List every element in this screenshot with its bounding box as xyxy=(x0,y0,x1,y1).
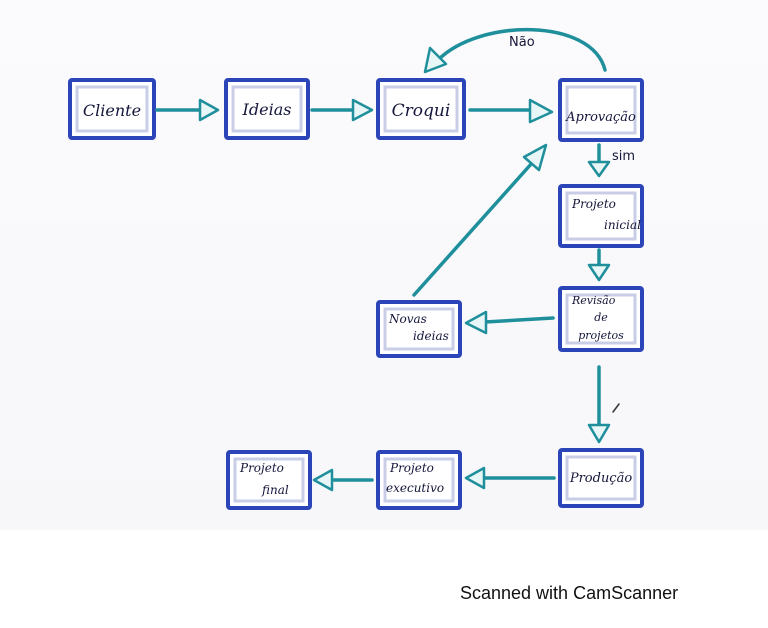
node-ideias-label: Ideias xyxy=(242,100,292,119)
edge-aprovacao-to-projeto-inicial xyxy=(587,143,611,178)
node-producao: Produção xyxy=(558,448,644,508)
node-producao-label: Produção xyxy=(569,471,633,486)
node-projeto-executivo: Projeto executivo xyxy=(376,450,462,510)
edge-label-sim: sim xyxy=(612,149,635,164)
node-projeto-final: Projeto final xyxy=(226,450,312,510)
node-cliente: Cliente xyxy=(68,78,156,140)
scanner-watermark: Scanned with CamScanner xyxy=(460,583,679,603)
edge-revisao-to-novas-ideias xyxy=(464,310,555,335)
node-revisao-de-projetos: Revisão de projetos xyxy=(558,286,644,352)
node-projeto-executivo-line1: Projeto xyxy=(389,461,434,475)
node-novas-ideias-line2: ideias xyxy=(413,329,449,343)
node-projeto-final-line2: final xyxy=(261,483,289,497)
node-projeto-executivo-line2: executivo xyxy=(386,481,444,495)
node-revisao-line3: projetos xyxy=(578,329,624,342)
node-projeto-inicial: Projeto inicial xyxy=(558,184,644,248)
edge-croqui-to-aprovacao xyxy=(468,98,554,124)
node-projeto-inicial-line2: inicial xyxy=(604,218,641,232)
node-croqui-label: Croqui xyxy=(392,101,451,121)
node-croqui: Croqui xyxy=(376,78,466,140)
edge-novas-ideias-to-aprovacao xyxy=(412,143,548,297)
edge-projeto-executivo-to-projeto-final xyxy=(312,468,374,492)
edge-cliente-to-ideias xyxy=(155,98,220,122)
edge-label-nao: Não xyxy=(509,35,535,50)
edge-revisao-to-producao xyxy=(587,365,620,444)
flowchart: Cliente Ideias Croqui Aprovação Projeto … xyxy=(68,27,644,510)
edge-ideias-to-croqui xyxy=(310,98,374,122)
node-ideias: Ideias xyxy=(224,78,310,140)
node-projeto-inicial-line1: Projeto xyxy=(571,197,616,211)
edge-producao-to-projeto-executivo xyxy=(464,466,556,490)
node-cliente-label: Cliente xyxy=(83,101,141,120)
node-revisao-line1: Revisão xyxy=(571,294,616,307)
edge-projeto-inicial-to-revisao xyxy=(587,248,611,282)
node-revisao-line2: de xyxy=(594,311,608,324)
edge-aprovacao-to-croqui-nao xyxy=(423,27,607,74)
node-novas-ideias: Novas ideias xyxy=(376,300,462,358)
node-aprovacao: Aprovação xyxy=(558,78,644,142)
node-novas-ideias-line1: Novas xyxy=(388,312,427,326)
node-aprovacao-label: Aprovação xyxy=(565,110,636,125)
node-projeto-final-line1: Projeto xyxy=(239,461,284,475)
